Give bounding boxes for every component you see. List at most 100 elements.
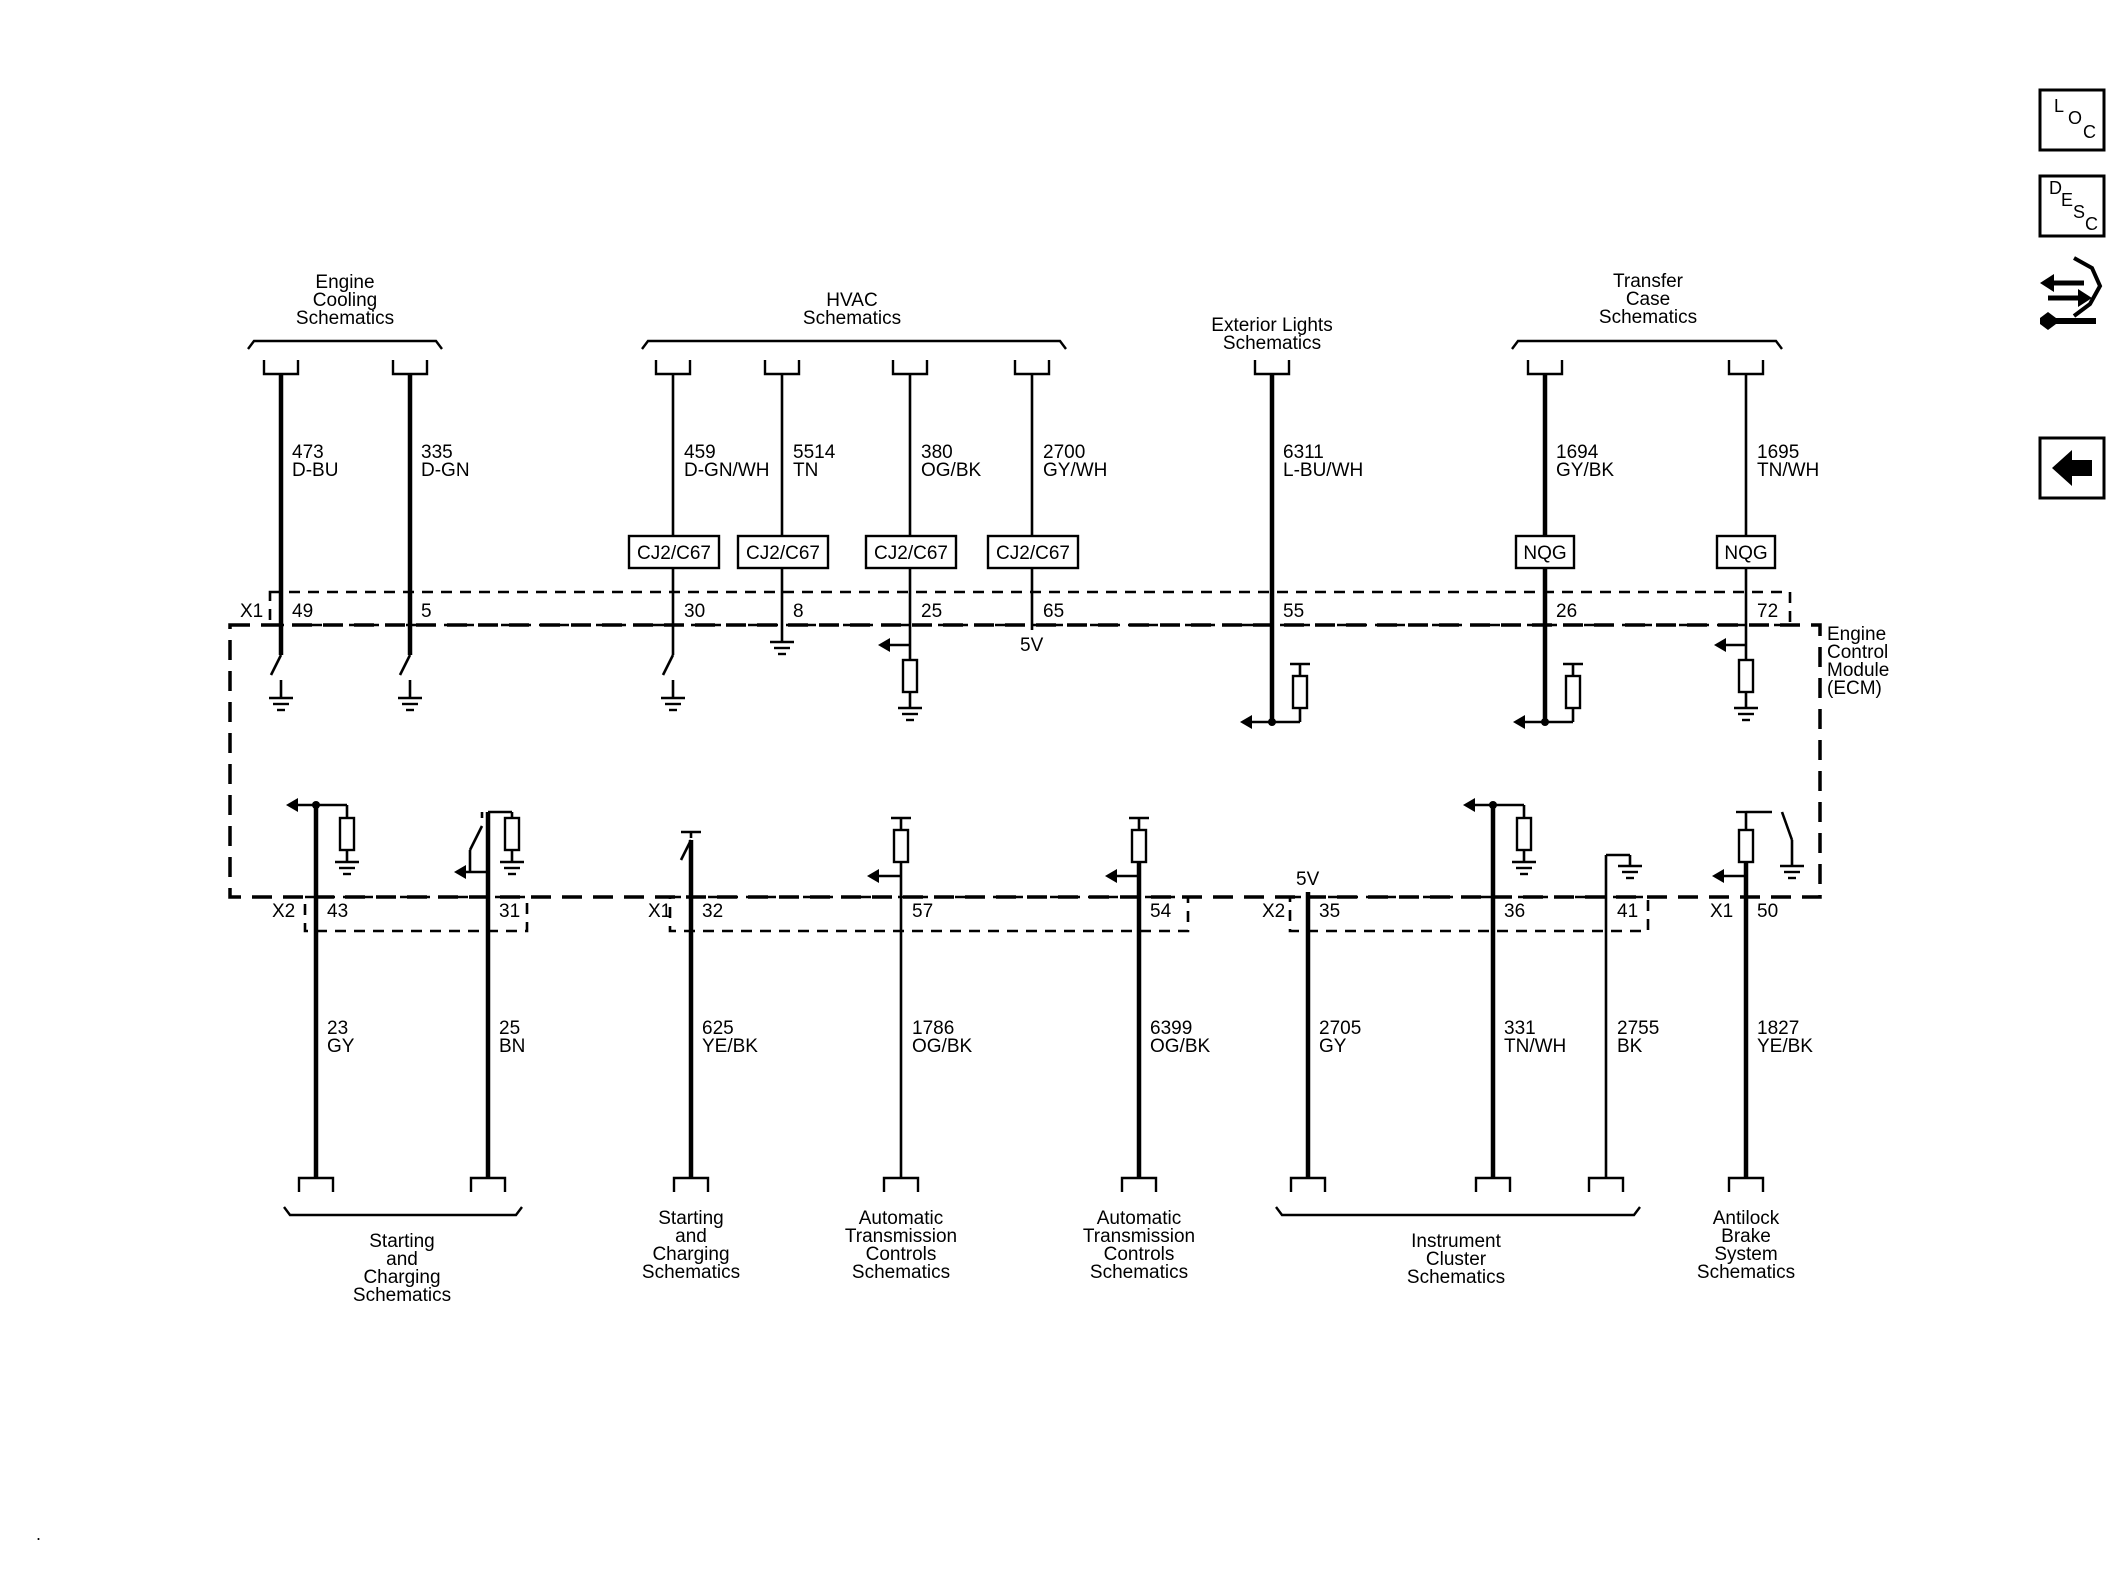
bottom-group-label-line: Transmission: [1083, 1226, 1195, 1247]
wire-5514: CJ2/C67 5514 TN 8: [736, 358, 836, 656]
back-button[interactable]: [2038, 436, 2106, 500]
bottom-group-starting-charging-2: Starting and Charging Schematics: [642, 1208, 740, 1283]
circuit-number: 2755: [1617, 1018, 1659, 1039]
pin-number: 50: [1757, 901, 1778, 922]
wire-331: 331 TN/WH 36: [1463, 798, 1566, 1194]
top-group-label-line: HVAC: [826, 290, 877, 311]
bottom-group-label-line: System: [1714, 1244, 1777, 1265]
bottom-group-antilock-brake: Antilock Brake System Schematics: [1697, 1208, 1795, 1283]
pin-number: 8: [793, 601, 804, 622]
loc-letter: L: [2054, 96, 2064, 116]
bottom-group-label-line: Charging: [652, 1244, 729, 1265]
connector-label: X2: [1262, 901, 1285, 922]
desc-letter: E: [2061, 190, 2073, 210]
circuit-number: 2705: [1319, 1018, 1361, 1039]
pin-number: 41: [1617, 901, 1638, 922]
top-group-label-line: Cooling: [313, 290, 377, 311]
pin-number: 35: [1319, 901, 1340, 922]
wire-1695: NQG 1695 TN/WH 72: [1714, 358, 1819, 722]
wire-625: 625 YE/BK 32: [672, 830, 758, 1194]
circuit-number: 25: [499, 1018, 520, 1039]
bottom-group-label-line: Charging: [363, 1267, 440, 1288]
circuit-number: 23: [327, 1018, 348, 1039]
bottom-group-label-line: Starting: [369, 1231, 434, 1252]
description-icon: D E S C: [2049, 178, 2098, 234]
wire-color: GY/BK: [1556, 460, 1614, 481]
connector-label: X2: [272, 901, 295, 922]
bottom-group-label-line: Schematics: [642, 1262, 740, 1283]
circuit-number: 2700: [1043, 442, 1085, 463]
wire-2705: 5V 2705 GY 35: [1289, 869, 1361, 1194]
bottom-group-label-line: Instrument: [1411, 1231, 1501, 1252]
wire-color: YE/BK: [702, 1036, 758, 1057]
back-arrow-icon: [2052, 450, 2092, 486]
inline-connector-label: CJ2/C67: [996, 543, 1070, 564]
desc-letter: S: [2073, 202, 2085, 222]
circuit-number: 335: [421, 442, 453, 463]
desc-button[interactable]: D E S C: [2038, 174, 2106, 238]
top-group-engine-cooling: Engine Cooling Schematics: [247, 272, 443, 350]
wire-color: TN: [793, 460, 818, 481]
connector-label: X1: [648, 901, 671, 922]
wire-color: TN/WH: [1757, 460, 1819, 481]
wire-color: OG/BK: [912, 1036, 973, 1057]
pin-number: 26: [1556, 601, 1577, 622]
wire-335: 335 D-GN 5: [391, 358, 470, 712]
connector-tool-button[interactable]: [2040, 256, 2103, 330]
circuit-number: 473: [292, 442, 324, 463]
wire-2700: CJ2/C67 5V 2700 GY/WH 65: [986, 358, 1107, 656]
pin-number: 25: [921, 601, 942, 622]
pin-number: 32: [702, 901, 723, 922]
wire-color: OG/BK: [1150, 1036, 1211, 1057]
circuit-number: 1694: [1556, 442, 1599, 463]
pin-number: 57: [912, 901, 933, 922]
ecm-label-line-3: Module: [1827, 660, 1889, 681]
voltage-label: 5V: [1296, 869, 1320, 890]
connector-tool-icon: [2040, 256, 2103, 330]
wire-473: 473 D-BU 49: [262, 358, 338, 712]
top-group-label-line: Engine: [315, 272, 374, 293]
bottom-group-label-line: Antilock: [1713, 1208, 1780, 1229]
pin-number: 55: [1283, 601, 1304, 622]
wire-color: D-BU: [292, 460, 338, 481]
wire-25: 25 BN 31: [454, 810, 525, 1194]
wire-color: YE/BK: [1757, 1036, 1813, 1057]
top-group-label-line: Schematics: [1599, 307, 1697, 328]
bottom-group-label-line: Automatic: [859, 1208, 943, 1229]
bottom-group-label-line: Cluster: [1426, 1249, 1487, 1270]
circuit-number: 6399: [1150, 1018, 1192, 1039]
wire-color: GY/WH: [1043, 460, 1107, 481]
circuit-number: 331: [1504, 1018, 1536, 1039]
desc-letter: D: [2049, 178, 2062, 198]
wire-2755: 2755 BK 41: [1587, 853, 1659, 1194]
top-group-label-line: Case: [1626, 289, 1670, 310]
group-bracket: [1511, 339, 1783, 350]
top-group-label-line: Transfer: [1613, 271, 1684, 292]
wire-color: GY: [327, 1036, 355, 1057]
wire-color: OG/BK: [921, 460, 982, 481]
pin-number: 72: [1757, 601, 1778, 622]
wire-1786: 1786 OG/BK 57: [867, 816, 973, 1194]
circuit-number: 1786: [912, 1018, 954, 1039]
ecm-label-line-1: Engine: [1827, 624, 1886, 645]
top-group-label-line: Schematics: [1223, 333, 1321, 354]
bottom-group-label-line: Starting: [658, 1208, 723, 1229]
bottom-group-label-line: and: [386, 1249, 418, 1270]
top-group-label-line: Schematics: [296, 308, 394, 329]
wire-1694: NQG 1694 GY/BK 26: [1513, 358, 1614, 729]
group-bracket: [641, 339, 1067, 350]
desc-letter: C: [2085, 214, 2098, 234]
wire-6311: 6311 L-BU/WH 55: [1240, 358, 1363, 729]
pin-number: 31: [499, 901, 520, 922]
bottom-group-label-line: Schematics: [1407, 1267, 1505, 1288]
ecm-label-line-2: Control: [1827, 642, 1888, 663]
ecm-outline: [228, 590, 1822, 933]
loc-button[interactable]: L O C: [2038, 88, 2106, 152]
circuit-number: 1695: [1757, 442, 1799, 463]
pin-number: 30: [684, 601, 705, 622]
bottom-group-label-line: and: [675, 1226, 707, 1247]
bottom-group-instrument-cluster: Instrument Cluster Schematics: [1275, 1206, 1641, 1288]
bottom-group-starting-charging-1: Starting and Charging Schematics: [283, 1206, 523, 1306]
inline-connector-label: NQG: [1724, 543, 1767, 564]
inline-connector-label: CJ2/C67: [874, 543, 948, 564]
